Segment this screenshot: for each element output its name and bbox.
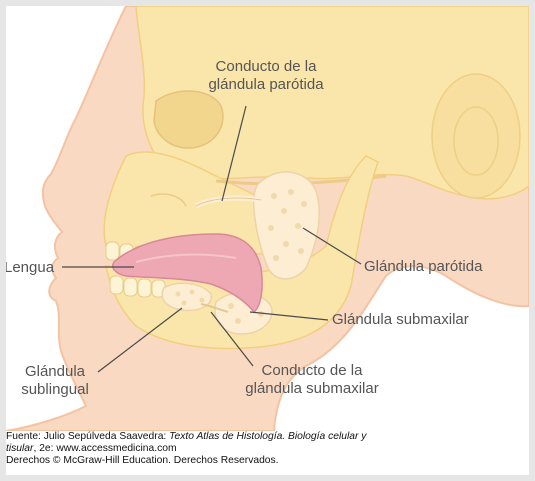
caption-line-1: Fuente: Julio Sepúlveda Saavedra: Texto …: [6, 431, 529, 443]
label-parotid-duct: Conducto de la glándula parótida: [186, 58, 346, 94]
caption-copyright: Derechos © McGraw-Hill Education. Derech…: [6, 455, 529, 467]
label-submaxillary-duct-line1: Conducto de la: [232, 362, 392, 380]
label-submaxillary-gland: Glándula submaxilar: [332, 311, 469, 329]
ear-region: [432, 74, 520, 198]
label-parotid-duct-line2: glándula parótida: [186, 76, 346, 94]
label-tongue: Lengua: [6, 259, 54, 277]
label-sublingual-line2: sublingual: [12, 381, 98, 399]
caption-edition-url: , 2e: www.accessmedicina.com: [33, 443, 176, 454]
label-submaxillary-duct-line2: glándula submaxilar: [232, 380, 392, 398]
label-sublingual-line1: Glándula: [12, 363, 98, 381]
eye-socket: [154, 91, 223, 148]
figure-frame: Conducto de la glándula parótida Lengua …: [6, 6, 529, 475]
caption-book-title-cont: tisular: [6, 443, 33, 454]
label-sublingual-gland: Glándula sublingual: [12, 363, 98, 399]
caption-line-2: tisular, 2e: www.accessmedicina.com: [6, 443, 529, 455]
source-caption: Fuente: Julio Sepúlveda Saavedra: Texto …: [6, 431, 529, 467]
caption-source-text: Fuente: Julio Sepúlveda Saavedra:: [6, 431, 169, 442]
label-submaxillary-duct: Conducto de la glándula submaxilar: [232, 362, 392, 398]
label-parotid-gland: Glándula parótida: [364, 258, 482, 276]
label-parotid-duct-line1: Conducto de la: [186, 58, 346, 76]
caption-book-title: Texto Atlas de Histología. Biología celu…: [169, 431, 366, 442]
